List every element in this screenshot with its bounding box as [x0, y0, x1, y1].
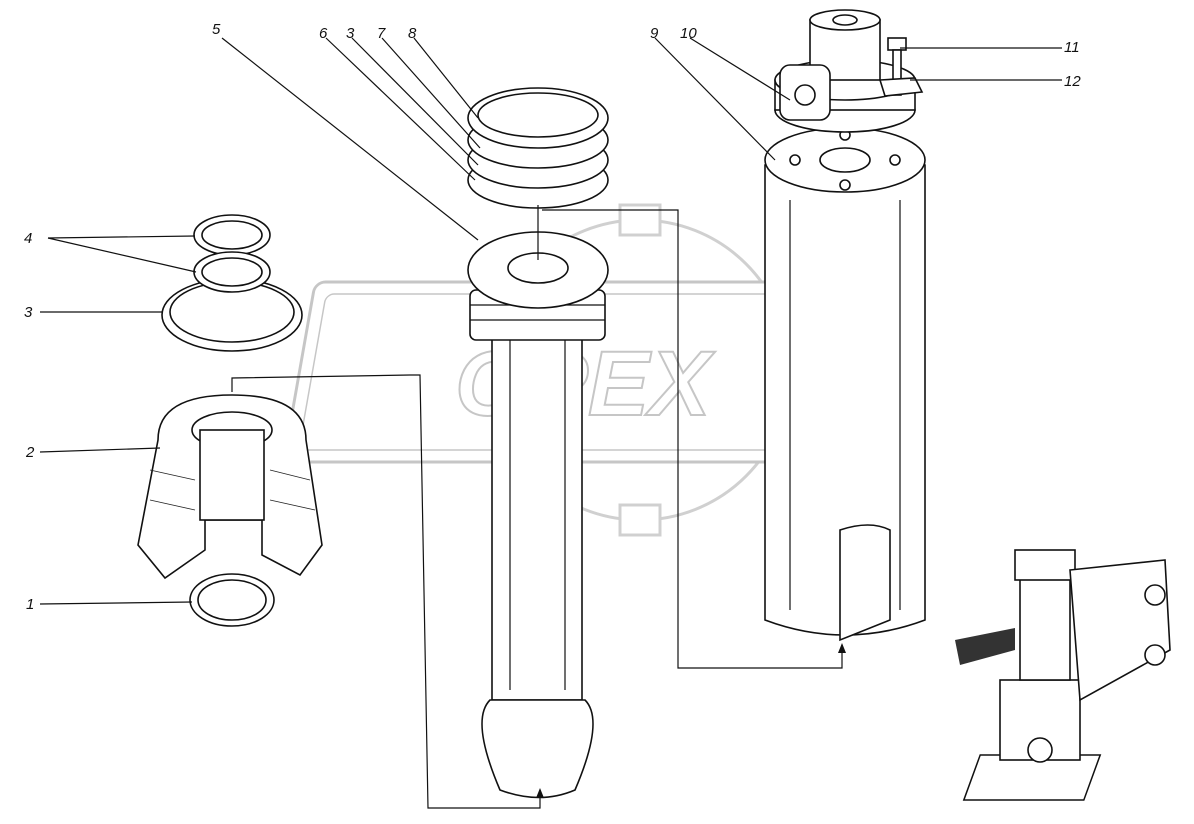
callout-3-left: 3 — [24, 304, 33, 321]
callout-9: 9 — [650, 25, 659, 42]
part-2-gland — [137, 394, 323, 580]
part-1-ring — [189, 573, 275, 627]
callout-1: 1 — [26, 596, 34, 613]
part-9-cylinder — [764, 127, 926, 642]
callout-6: 6 — [319, 25, 328, 42]
part-12-lockplate — [878, 77, 924, 97]
callout-5: 5 — [212, 21, 221, 38]
callout-leaders — [39, 37, 1062, 605]
part-10-head — [774, 9, 916, 133]
part-5-plunger — [467, 231, 609, 799]
callout-4: 4 — [24, 230, 32, 247]
part-piston-rings — [467, 87, 609, 209]
callout-7: 7 — [377, 25, 386, 42]
callout-12: 12 — [1064, 73, 1081, 90]
inset-assembly-illustration — [955, 549, 1171, 801]
callout-10: 10 — [680, 25, 697, 42]
part-4-orings — [193, 214, 271, 293]
assembly-lines — [231, 205, 846, 809]
callout-labels: 5 6 3 7 8 9 10 11 12 4 3 2 1 — [24, 21, 1081, 613]
callout-3-top: 3 — [346, 25, 355, 42]
callout-11: 11 — [1064, 39, 1080, 56]
callout-8: 8 — [408, 25, 417, 42]
part-3-ring — [161, 278, 303, 352]
callout-2: 2 — [25, 444, 35, 461]
